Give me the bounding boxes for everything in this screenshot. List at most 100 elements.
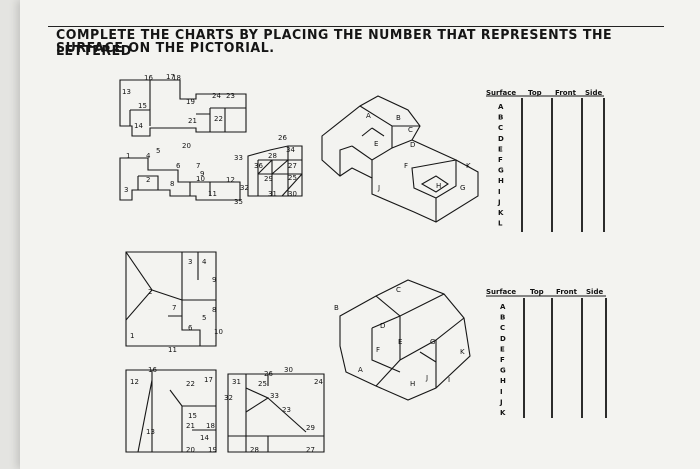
p2-pictorial-label-f: F xyxy=(376,346,380,354)
p1-view-number: 8 xyxy=(170,180,174,188)
p2-pictorial-label-d: D xyxy=(380,322,385,330)
p1-view-number: 34 xyxy=(286,146,295,154)
p1-view-number: 2 xyxy=(146,176,150,184)
p2-view-number: 30 xyxy=(284,366,293,374)
worksheet-page xyxy=(20,0,700,469)
table1-surface-f: F xyxy=(498,156,503,164)
p1-view-number: 7 xyxy=(196,162,200,170)
p2-view-number: 4 xyxy=(202,258,207,266)
p1-view-number: 3 xyxy=(124,186,128,194)
p2-front-view xyxy=(125,369,217,453)
p2-view-number: 21 xyxy=(186,422,195,430)
p1-view-number: 27 xyxy=(288,162,297,170)
p1-pictorial-label-d: D xyxy=(410,141,415,149)
p1-view-number: 5 xyxy=(156,147,160,155)
table1-surface-a: A xyxy=(498,103,504,111)
p1-view-number: 30 xyxy=(288,190,297,198)
table1-header-surface: Surface xyxy=(486,89,516,97)
table1-header-side: Side xyxy=(585,89,602,97)
table1-surface-e: E xyxy=(498,145,503,153)
p2-pictorial-label-i: I xyxy=(448,376,450,384)
p2-side-view xyxy=(227,373,325,453)
table2-surface-i: I xyxy=(500,388,503,396)
table2-surface-h: H xyxy=(500,377,506,385)
p1-pictorial-label-e: E xyxy=(374,140,378,148)
p1-view-number: 16 xyxy=(144,74,153,82)
p1-view-number: 15 xyxy=(138,102,147,110)
p2-pictorial-label-e: E xyxy=(398,338,402,346)
p1-pictorial-label-c: C xyxy=(408,126,413,134)
p2-view-number: 17 xyxy=(204,376,213,384)
table1-surface-d: D xyxy=(498,135,504,143)
p2-view-number: 9 xyxy=(212,276,216,284)
p2-view-number: 2 xyxy=(148,288,152,296)
p2-pictorial-label-k: K xyxy=(460,348,465,356)
p2-view-number: 14 xyxy=(200,434,209,442)
p1-view-number: 9 xyxy=(200,170,204,178)
p1-view-number: 32 xyxy=(240,184,249,192)
p1-view-number: 24 xyxy=(212,92,221,100)
table1-surface-i: I xyxy=(498,188,501,196)
table1-header: Surface Top Front Side xyxy=(486,89,602,97)
p1-top-view xyxy=(119,79,247,137)
table2-header-side: Side xyxy=(586,288,603,296)
p2-pictorial-label-h: H xyxy=(410,380,415,388)
p1-view-number: 4 xyxy=(146,152,151,160)
instruction-line-2: SURFACE ON THE PICTORIAL. xyxy=(56,40,275,56)
p1-view-number: 36 xyxy=(254,162,263,170)
p2-view-number: 8 xyxy=(212,306,216,314)
p1-view-number: 19 xyxy=(186,98,195,106)
table1-surface-j: J xyxy=(497,198,501,206)
instruction-line-1: COMPLETE THE CHARTS BY PLACING THE NUMBE… xyxy=(56,27,613,59)
p2-view-number: 22 xyxy=(186,380,195,388)
p2-view-number: 5 xyxy=(202,314,206,322)
p2-view-number: 26 xyxy=(264,370,273,378)
p2-pictorial-label-j: J xyxy=(425,374,428,382)
top-border-line xyxy=(48,26,664,27)
table1-header-front: Front xyxy=(555,89,577,97)
table2-surface-b: B xyxy=(500,314,505,322)
table2-surface-d: D xyxy=(500,335,506,343)
p1-view-number: 29 xyxy=(264,175,273,183)
p2-view-number: 23 xyxy=(282,406,291,414)
p2-view-number: 27 xyxy=(306,446,315,454)
p2-pictorial-label-a: A xyxy=(358,366,363,374)
p2-view-number: 29 xyxy=(306,424,315,432)
p1-view-number: 17 xyxy=(166,73,175,81)
p2-view-number: 32 xyxy=(224,394,233,402)
p1-pictorial-label-g: G xyxy=(460,184,465,192)
table1-surface-c: C xyxy=(498,124,503,132)
p2-pictorial-label-b: B xyxy=(334,304,339,312)
table1-header-top: Top xyxy=(528,89,542,97)
p1-front-view xyxy=(119,157,241,201)
p1-pictorial-label-k: K xyxy=(466,162,471,170)
p2-view-number: 3 xyxy=(188,258,192,266)
p1-view-number: 1 xyxy=(126,152,130,160)
p1-pictorial-label-f: F xyxy=(404,162,408,170)
table2-surface-c: C xyxy=(500,324,505,332)
p1-view-number: 21 xyxy=(188,117,197,125)
p1-view-number: 23 xyxy=(226,92,235,100)
p2-view-number: 24 xyxy=(314,378,323,386)
p1-pictorial-label-a: A xyxy=(366,112,371,120)
p1-view-number: 20 xyxy=(182,142,191,150)
p2-view-number: 31 xyxy=(232,378,241,386)
p1-view-number: 31 xyxy=(268,190,277,198)
table2-header-surface: Surface xyxy=(486,288,516,296)
p1-view-number: 22 xyxy=(214,115,223,123)
table2-surface-k: K xyxy=(500,409,506,417)
p2-view-number: 12 xyxy=(130,378,139,386)
p2-view-number: 28 xyxy=(250,446,259,454)
table1-surface-l: L xyxy=(498,220,503,228)
table1-surface-h: H xyxy=(498,177,504,185)
table1-surface-g: G xyxy=(498,167,504,175)
p1-pictorial xyxy=(321,95,479,223)
p1-view-number: 33 xyxy=(234,154,243,162)
